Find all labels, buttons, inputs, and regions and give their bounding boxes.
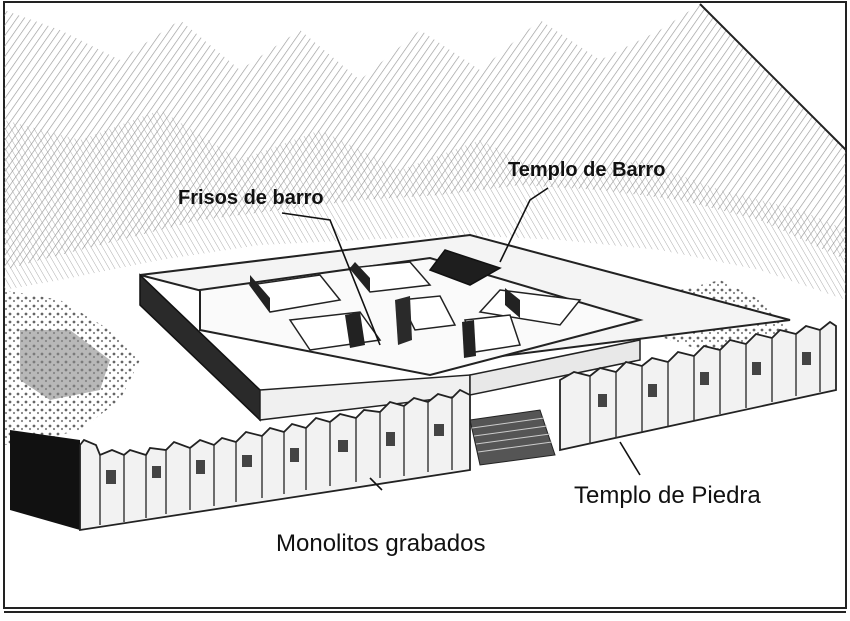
monolith-fence-front xyxy=(10,388,471,532)
label-frisos-de-barro: Frisos de barro xyxy=(178,187,324,209)
monolith-fence-right xyxy=(559,320,837,452)
central-stairs xyxy=(469,409,556,466)
left-rubble xyxy=(4,290,140,445)
leader-lines xyxy=(281,187,641,491)
label-templo-de-piedra: Templo de Piedra xyxy=(574,482,761,509)
mountain-background xyxy=(4,3,847,300)
leader-templo-piedra xyxy=(619,441,641,476)
leader-templo-barro xyxy=(499,187,549,263)
label-monolitos-grabados: Monolitos grabados xyxy=(276,530,485,557)
leader-frisos xyxy=(281,212,381,346)
leader-monolitos xyxy=(369,477,383,491)
templo-de-barro-complex xyxy=(199,249,644,421)
label-templo-de-barro: Templo de Barro xyxy=(508,159,665,181)
